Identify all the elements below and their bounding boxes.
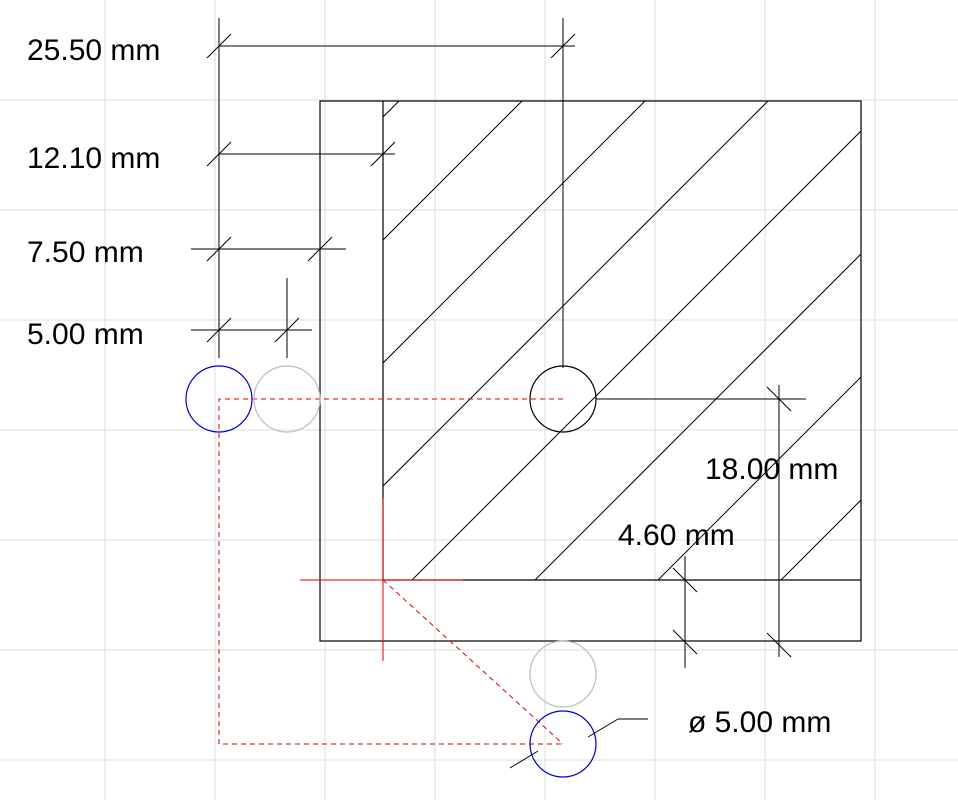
dimension-label-18-00[interactable]: 18.00 mm	[705, 453, 838, 486]
guide-dashed-path	[218, 398, 563, 745]
hatch-line	[411, 130, 861, 580]
hatch-line	[383, 101, 646, 364]
dimension-label-25-50[interactable]: 25.50 mm	[27, 34, 160, 67]
hatch-line	[383, 101, 523, 241]
dimension-lines	[191, 18, 792, 769]
outer-rectangle[interactable]	[319, 100, 862, 642]
selected-circle-bottom[interactable]	[529, 710, 597, 778]
part-outline[interactable]	[319, 100, 862, 642]
construction-guides	[218, 398, 564, 745]
dimension-labels: 25.50 mm 12.10 mm 7.50 mm 5.00 mm 18.00 …	[27, 34, 838, 739]
hatch-line	[780, 499, 861, 580]
dimension-label-7-50[interactable]: 7.50 mm	[27, 236, 144, 269]
guide-dashed-diagonal	[382, 579, 564, 745]
hatch-line	[534, 253, 861, 580]
hatch-line	[657, 376, 861, 580]
ghost-circle-bottom	[529, 640, 597, 708]
dimension-label-diameter[interactable]: ø 5.00 mm	[688, 706, 831, 739]
dimension-label-5-00[interactable]: 5.00 mm	[27, 318, 144, 351]
ghost-circle-left	[253, 365, 321, 433]
selected-circle-left[interactable]	[185, 365, 253, 433]
dimension-label-12-10[interactable]: 12.10 mm	[27, 142, 160, 175]
hatch-line	[383, 101, 769, 487]
dimension-label-4-60[interactable]: 4.60 mm	[618, 519, 735, 552]
